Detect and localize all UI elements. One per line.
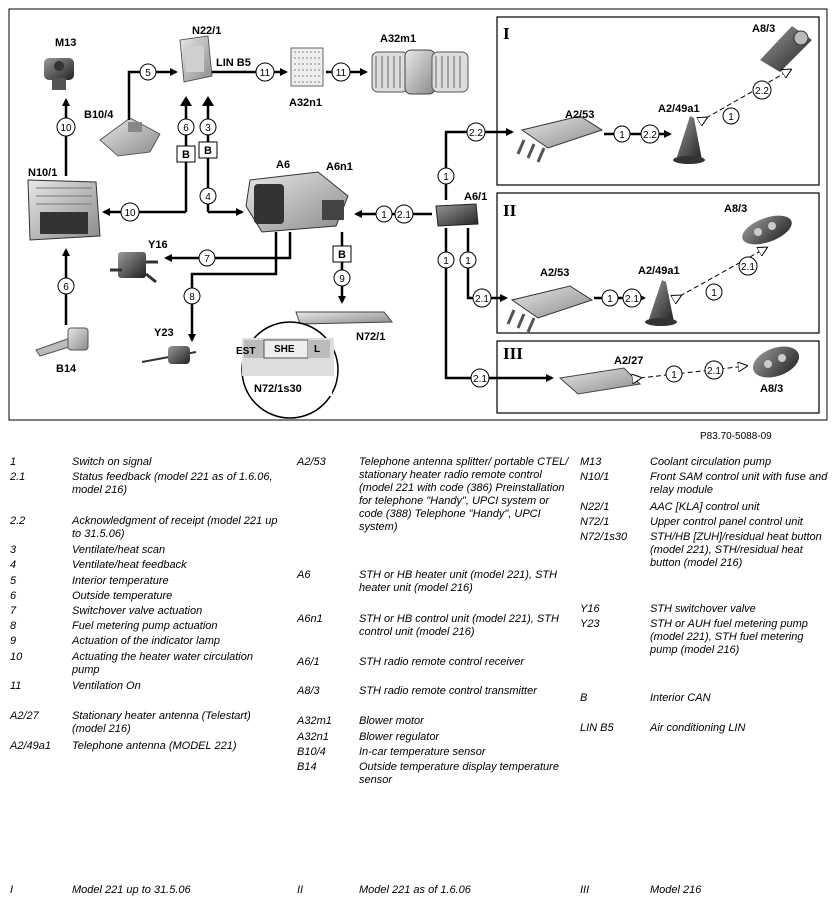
sig-1: 1 — [728, 112, 734, 123]
svg-text:B: B — [338, 249, 346, 261]
sig-2.2: 2.2 — [643, 130, 657, 141]
antenna-splitter-icon — [516, 115, 604, 163]
heater-unit-icon — [245, 171, 349, 233]
circuit-diagram: I II III — [8, 8, 828, 421]
signal-line-8 — [188, 232, 278, 342]
sig-2.2: 2.2 — [755, 86, 769, 97]
sig-6: 6 — [183, 123, 189, 134]
label-B10-4: B10/4 — [84, 109, 114, 121]
sig-2.1: 2.1 — [473, 374, 487, 385]
radio-receiver-icon — [435, 203, 479, 227]
sig-1: 1 — [381, 210, 387, 221]
label-B14: B14 — [56, 363, 77, 375]
incar-temp-sensor-icon — [99, 117, 161, 157]
sig-1: 1 — [607, 294, 613, 305]
label-A2-27: A2/27 — [614, 355, 643, 367]
signal-line-2.1-panel2 — [466, 228, 508, 302]
label-A32m1: A32m1 — [380, 33, 416, 45]
sig-9: 9 — [339, 274, 345, 285]
sig-3: 3 — [205, 123, 211, 134]
document-reference: P83.70-5088-09 — [700, 431, 772, 442]
wireless-link-panel1 — [706, 70, 790, 118]
label-M13: M13 — [55, 37, 76, 49]
label-A6: A6 — [276, 159, 290, 171]
label-A2-53: A2/53 — [540, 267, 569, 279]
sig-1: 1 — [671, 370, 677, 381]
sig-2.1: 2.1 — [475, 294, 489, 305]
sig-2.1: 2.1 — [741, 262, 755, 273]
panel-1 — [496, 16, 820, 186]
telephone-antenna-icon — [673, 116, 705, 164]
label-N72-1: N72/1 — [356, 331, 385, 343]
label-N22-1: N22/1 — [192, 25, 221, 37]
sig-2.2: 2.2 — [469, 128, 483, 139]
label-N72-1s30: N72/1s30 — [254, 383, 302, 395]
panel-3-label: III — [503, 344, 523, 363]
label-Y23: Y23 — [154, 327, 174, 339]
pump-icon — [44, 58, 74, 90]
label-A8-3: A8/3 — [724, 203, 747, 215]
switchover-valve-icon — [110, 252, 158, 284]
sig-1: 1 — [465, 256, 471, 267]
sig-10: 10 — [124, 208, 136, 219]
label-A2-53: A2/53 — [565, 109, 594, 121]
label-A2-49a1: A2/49a1 — [658, 103, 700, 115]
sig-6: 6 — [63, 282, 69, 293]
stationary-heater-antenna-icon — [558, 367, 642, 395]
sig-8: 8 — [189, 292, 195, 303]
fuel-metering-pump-icon — [141, 346, 197, 364]
sig-11: 11 — [260, 68, 271, 79]
svg-text:B: B — [182, 149, 190, 161]
sig-5: 5 — [145, 68, 151, 79]
remote-transmitter-icon — [742, 215, 792, 245]
sig-2.1: 2.1 — [707, 366, 721, 377]
label-A8-3: A8/3 — [752, 23, 775, 35]
sig-2.1: 2.1 — [625, 294, 639, 305]
svg-text:L: L — [314, 344, 320, 355]
label-A2-49a1: A2/49a1 — [638, 265, 680, 277]
label-A6n1: A6n1 — [326, 161, 353, 173]
label-A8-3: A8/3 — [760, 383, 783, 395]
remote-transmitter-icon — [752, 346, 800, 378]
svg-text:SHE: SHE — [274, 344, 295, 355]
sig-11: 11 — [336, 68, 347, 79]
sig-1: 1 — [443, 172, 449, 183]
sig-1: 1 — [711, 288, 717, 299]
wireless-link-panel3 — [640, 366, 746, 378]
remote-transmitter-icon — [760, 26, 812, 72]
sig-4: 4 — [205, 192, 211, 203]
blower-regulator-icon — [290, 47, 324, 87]
aac-control-unit-icon — [179, 35, 213, 83]
bus-b-boxes: B B B — [176, 141, 352, 263]
svg-text:EST: EST — [236, 346, 255, 357]
sig-1: 1 — [619, 130, 625, 141]
front-sam-icon — [27, 179, 101, 241]
wireless-link-panel2 — [680, 248, 766, 296]
panel-1-label: I — [503, 24, 510, 43]
magnifier-button: EST SHE L N72/1s30 — [236, 321, 339, 419]
sig-2.1: 2.1 — [397, 210, 411, 221]
signal-circles — [56, 62, 772, 388]
signal-line-5 — [127, 68, 178, 120]
telephone-antenna-icon — [645, 280, 677, 326]
blower-motor-icon — [371, 49, 469, 95]
svg-text:B: B — [204, 145, 212, 157]
sig-1: 1 — [443, 256, 449, 267]
arrowhead — [180, 96, 192, 106]
arrowhead — [202, 96, 214, 106]
label-A6-1: A6/1 — [464, 191, 487, 203]
outside-temp-sensor-icon — [35, 327, 89, 357]
label-N10-1: N10/1 — [28, 167, 57, 179]
label-A32n1: A32n1 — [289, 97, 322, 109]
panel-2-label: II — [503, 201, 517, 220]
antenna-splitter-icon — [506, 285, 594, 333]
lin-b5-label: LIN B5 — [216, 57, 251, 69]
label-Y16: Y16 — [148, 239, 168, 251]
sig-10: 10 — [60, 123, 72, 134]
signal-line-2.1-panel3 — [444, 228, 554, 382]
upper-control-panel-icon — [295, 311, 394, 325]
sig-7: 7 — [204, 254, 210, 265]
